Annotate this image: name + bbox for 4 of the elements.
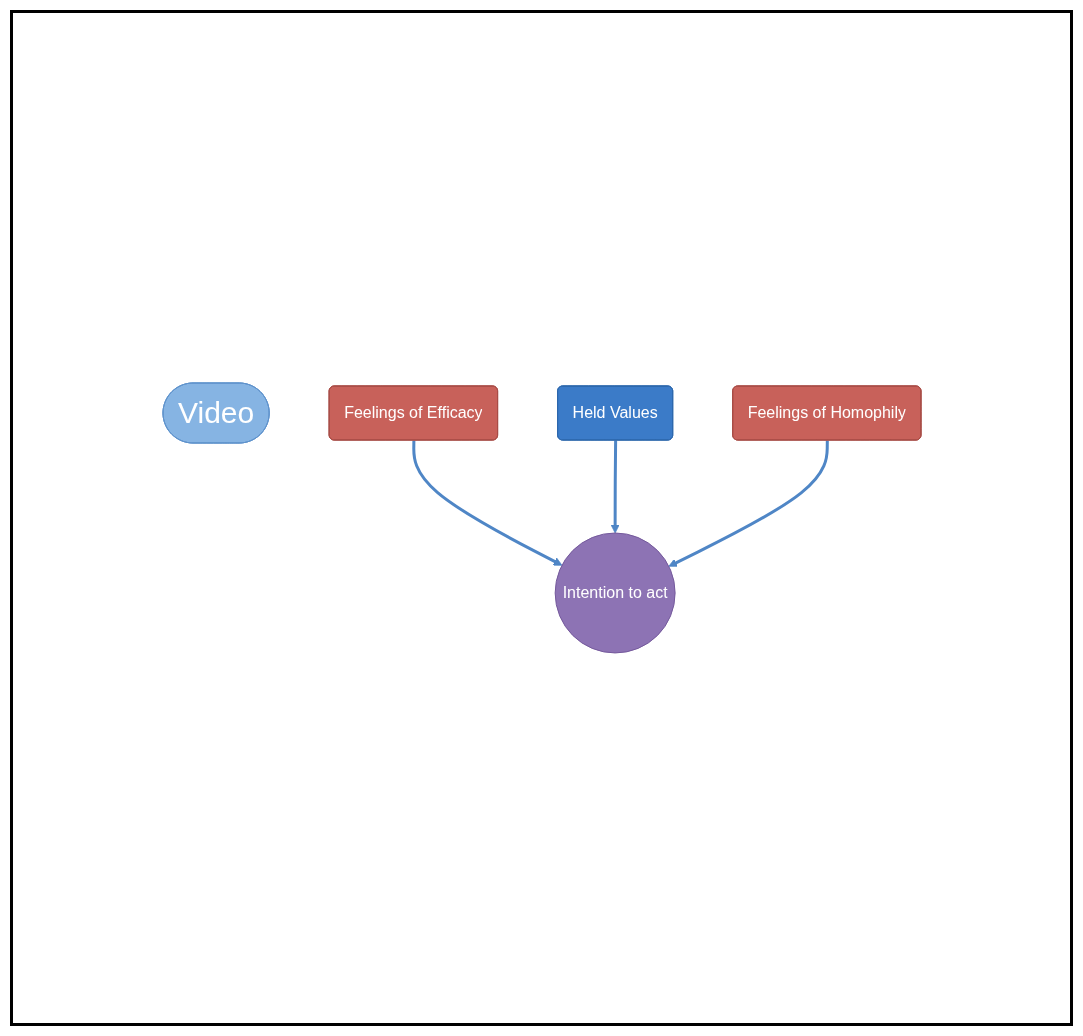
arrow	[411, 440, 562, 566]
arrow	[667, 440, 829, 567]
arrow	[610, 440, 620, 534]
node-circle: Intention to act	[554, 532, 676, 654]
